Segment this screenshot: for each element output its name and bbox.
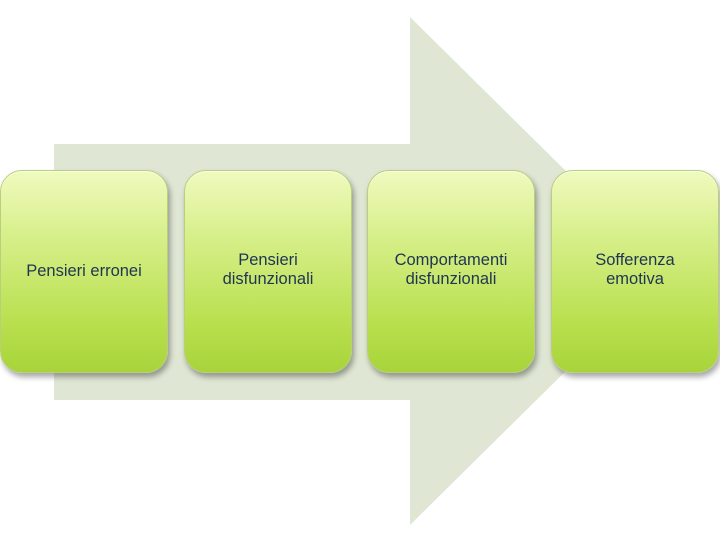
- step-label-3: Comportamenti disfunzionali: [394, 251, 508, 288]
- arrow-shape: [54, 17, 667, 525]
- step-box-1: Pensieri erronei: [0, 170, 168, 373]
- step-label-2: Pensieri disfunzionali: [222, 251, 314, 288]
- step-label-4: Sofferenza emotiva: [595, 251, 675, 288]
- step-box-3: Comportamenti disfunzionali: [367, 170, 535, 373]
- step-box-2: Pensieri disfunzionali: [184, 170, 352, 373]
- step-label-1: Pensieri erronei: [26, 262, 142, 280]
- step-box-4: Sofferenza emotiva: [551, 170, 719, 373]
